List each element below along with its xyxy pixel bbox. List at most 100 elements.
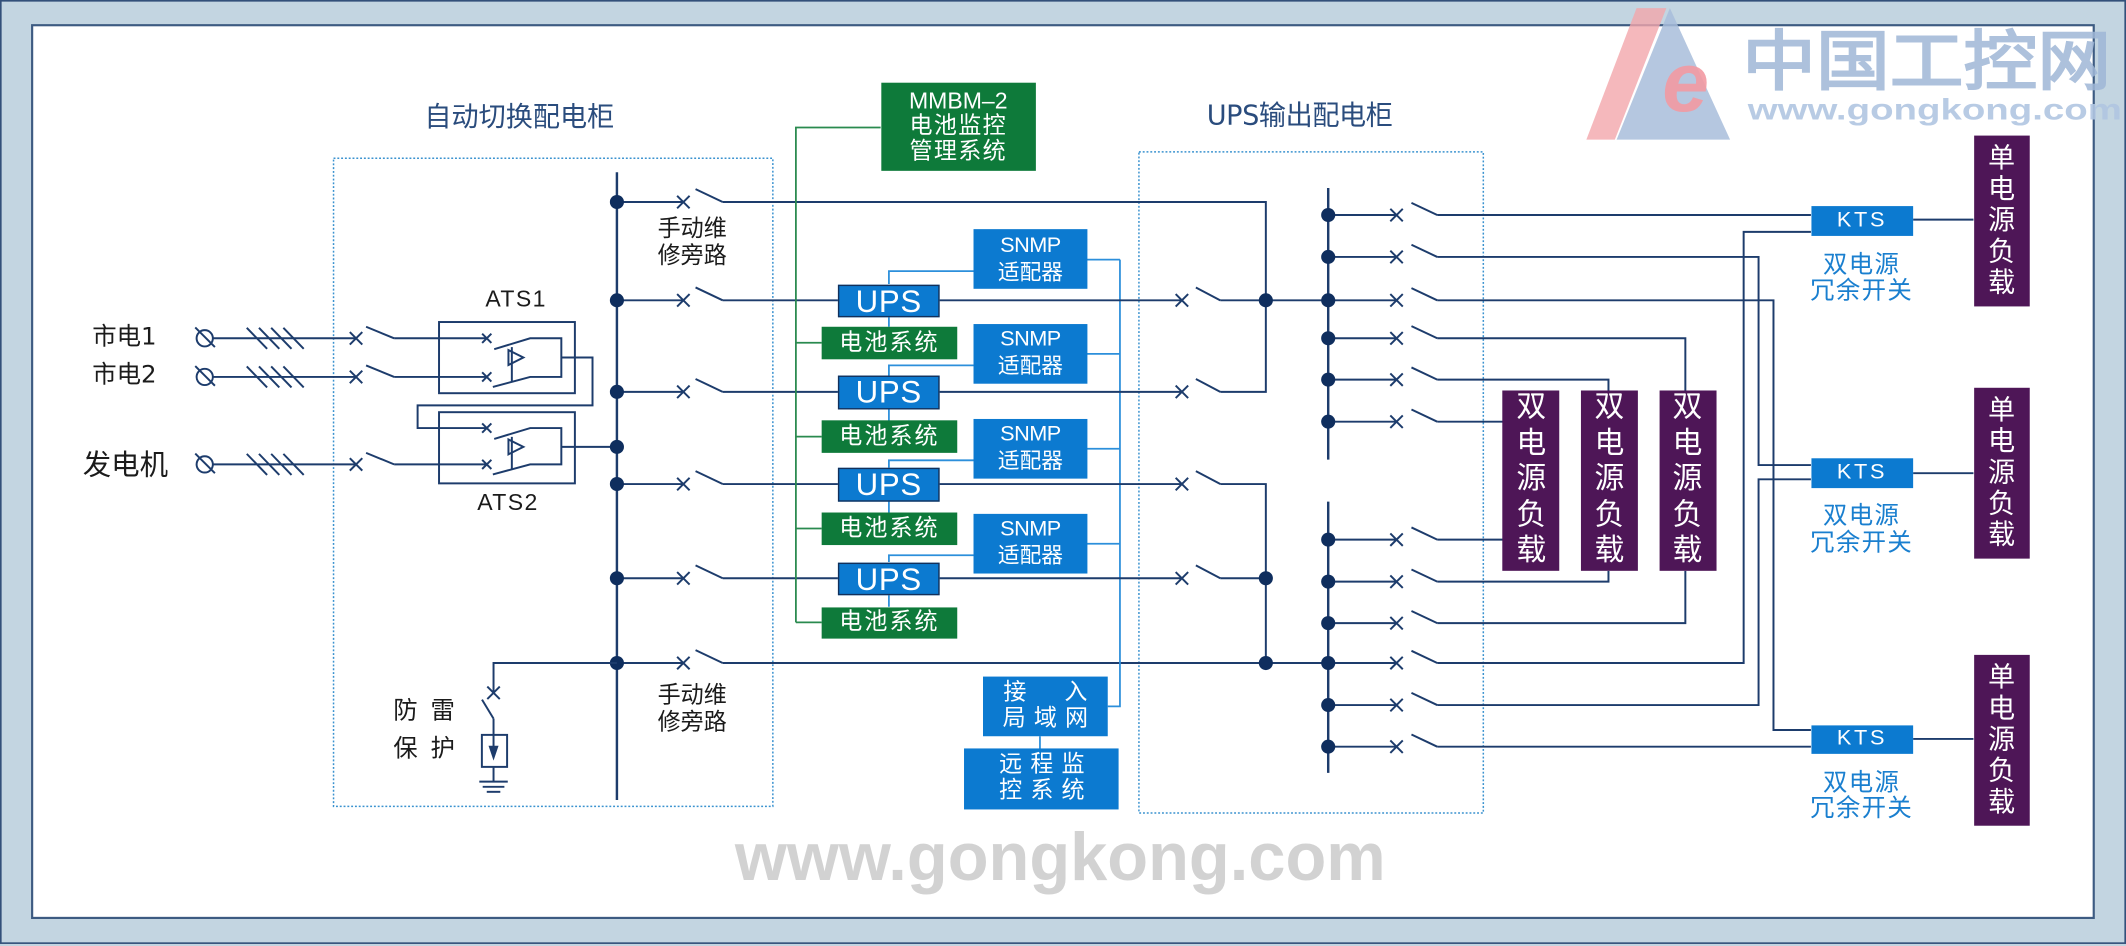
cable-hash-icon [258, 365, 281, 389]
junction-dot [609, 476, 624, 492]
kts-label: KTS [1836, 209, 1888, 233]
bms-label-line3: 管理系统 [909, 138, 1008, 166]
ups1-snmp-link [888, 270, 974, 285]
ats1-actuator-icon [507, 348, 526, 367]
breaker-icon [349, 331, 363, 346]
bypass-top-label-line2: 修旁路 [657, 242, 727, 270]
snmp-adapter-4: SNMP 适配器 [973, 513, 1088, 573]
junction-dot [1321, 207, 1336, 223]
surge-protection-label-line2: 保护 [393, 734, 468, 764]
kts-caption-line2: 冗余开关 [1810, 794, 1914, 824]
bypass-bottom-label: 手动维 修旁路 [657, 682, 727, 737]
cable-hash-icon [258, 327, 281, 350]
switch-blade-icon [1411, 733, 1438, 748]
switch-blade-icon [1411, 201, 1438, 216]
breaker-icon [481, 371, 493, 383]
switch-blade-icon [1411, 325, 1438, 340]
breaker-icon [676, 384, 691, 399]
bypass-top-label: 手动维 修旁路 [658, 217, 727, 270]
breaker-icon [676, 195, 691, 209]
lan-access-box: 接入 局域网 [983, 675, 1108, 737]
junction-dot [1321, 414, 1336, 429]
switch-blade-icon [365, 364, 395, 378]
kts-switch-1: KTS [1810, 206, 1914, 236]
junction-dot [1321, 249, 1336, 264]
lan-access-label-line2: 局域网 [1002, 704, 1097, 732]
output-cabinet-outline [1138, 151, 1485, 814]
breaker-icon [1389, 250, 1404, 264]
switch-blade-icon [695, 286, 724, 302]
single-source-load-3: 单电源负载 [1973, 654, 2030, 826]
breaker-icon [481, 459, 493, 470]
dual-source-load-label: 双电源负载 [1594, 391, 1625, 569]
battery-label: 电池系统 [839, 423, 940, 451]
junction-dot [1258, 571, 1273, 586]
surge-branch-line [492, 662, 617, 693]
junction-dot [609, 439, 624, 454]
junction-dot [609, 293, 624, 308]
breaker-icon [349, 369, 363, 384]
logo-url: www.gongkong.com [1746, 93, 2122, 126]
dual-source-load-label: 双电源负载 [1672, 391, 1703, 569]
switch-blade-icon [1411, 649, 1438, 664]
breaker-icon [1389, 656, 1404, 670]
footer-watermark: www.gongkong.com [734, 820, 1386, 895]
junction-dot [1321, 616, 1336, 631]
output-feeder-10 [1437, 230, 1811, 665]
remote-monitoring-box: 远程监 控系统 [964, 748, 1120, 809]
ups2-snmp-link [888, 364, 974, 376]
junction-dot [1321, 532, 1336, 547]
cable-hash-icon [270, 453, 293, 476]
output-feeder-9 [1437, 570, 1687, 625]
single-source-load-label: 单电源负载 [1988, 660, 2016, 818]
battery-label: 电池系统 [839, 329, 940, 357]
battery-label: 电池系统 [839, 609, 940, 637]
kts-caption-line1: 双电源 [1822, 250, 1901, 279]
bypass-top-line [722, 201, 1267, 301]
snmp-network-trunk [1107, 259, 1121, 708]
lan-access-label-line1: 接入 [1003, 678, 1126, 707]
bms-label-line2: 电池监控 [909, 112, 1008, 140]
breaker-icon [1389, 372, 1404, 387]
breaker-icon [676, 293, 691, 308]
breaker-icon [1389, 293, 1404, 308]
breaker-icon [676, 477, 691, 491]
battery-label: 电池系统 [839, 514, 940, 543]
cable-hash-icon [246, 453, 268, 476]
cable-hash-icon [246, 365, 268, 389]
ups-unit-2: UPS [837, 374, 940, 410]
snmp-adapter-sublabel: 适配器 [997, 258, 1064, 285]
terminal-slash-icon [194, 365, 216, 387]
output-feeder-2 [1437, 255, 1811, 467]
switch-blade-icon [695, 470, 724, 485]
ats2-label: ATS2 [477, 489, 539, 516]
snmp-adapter-label: SNMP [1000, 517, 1061, 541]
surge-protection-label-line1: 防雷 [393, 697, 468, 726]
ups-unit-1: UPS [837, 284, 940, 318]
battery-monitoring-system-box: MMBM–2 电池监控 管理系统 [880, 82, 1036, 171]
output-feeder-5 [1437, 378, 1610, 392]
junction-dot [609, 194, 624, 210]
junction-dot [1258, 655, 1273, 671]
junction-dot [609, 571, 624, 586]
switch-blade-icon [1411, 408, 1438, 423]
single-source-load-label: 单电源负载 [1988, 393, 2016, 551]
logo-mark: e [1662, 35, 1709, 129]
switch-blade-icon [695, 378, 724, 393]
breaker-icon [1174, 477, 1189, 491]
switch-blade-icon [1195, 378, 1221, 393]
cable-hash-icon [282, 365, 305, 389]
breaker-icon [349, 457, 363, 472]
ups-unit-4: UPS [837, 562, 940, 596]
switch-blade-icon [1411, 366, 1438, 381]
kts-switch-3: KTS [1810, 724, 1914, 754]
source-label-mains-1: 市电1 [92, 322, 157, 351]
single-source-load-2: 单电源负载 [1973, 387, 2030, 559]
breaker-icon [1174, 384, 1189, 399]
bypass-bottom-label-line1: 手动维 [657, 682, 727, 710]
kts-caption-3: 双电源 冗余开关 [1807, 769, 1915, 824]
breaker-icon [1174, 571, 1189, 586]
output-feeder-8 [1437, 570, 1610, 583]
ups-label: UPS [855, 374, 922, 410]
switch-blade-icon [695, 564, 724, 580]
